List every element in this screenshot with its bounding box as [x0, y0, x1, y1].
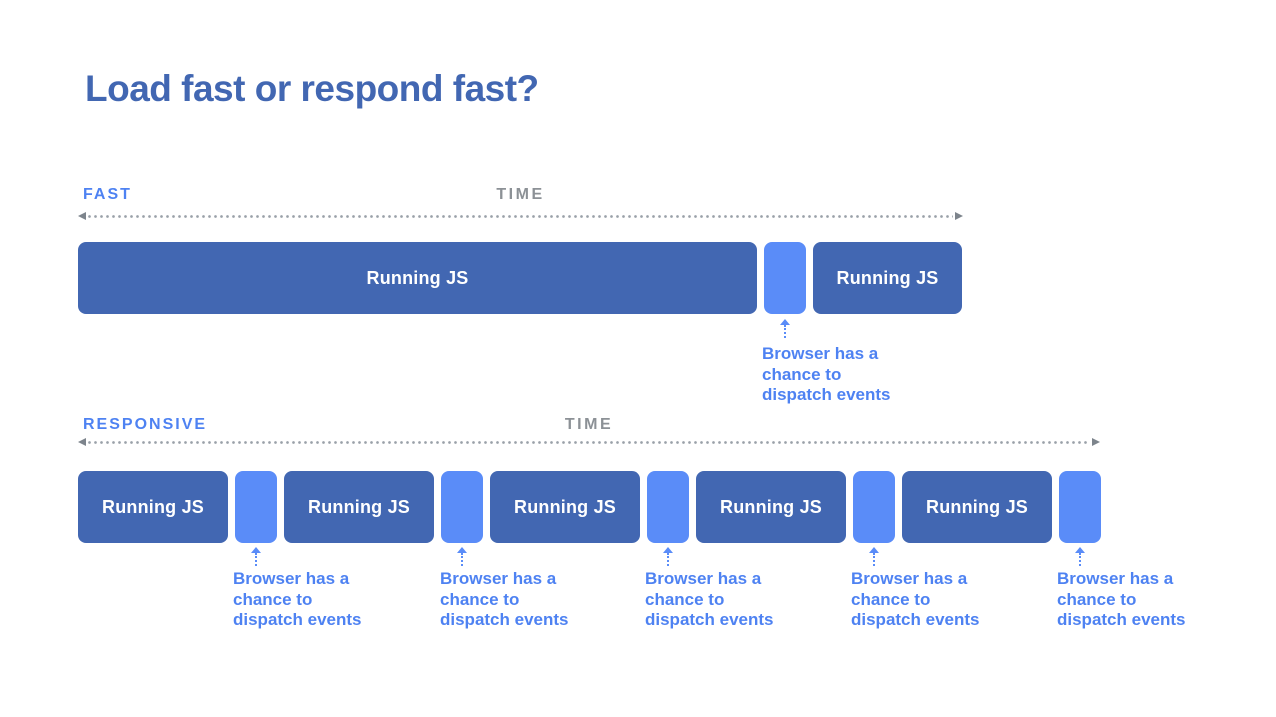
responsive-timeline-axis [78, 438, 1100, 446]
running-js-label: Running JS [308, 496, 410, 517]
fast-time-wrap: TIME [78, 186, 963, 204]
fast-bar-row: Running JS Running JS [78, 242, 962, 314]
running-js-label: Running JS [836, 267, 939, 288]
annotation-line: chance to [1057, 589, 1137, 609]
responsive-bar-row: Running JS Running JS Running JS Running… [78, 471, 1101, 543]
arrow-stem [255, 553, 257, 566]
responsive-time-label: TIME [564, 416, 614, 433]
arrow-stem [873, 553, 875, 566]
running-js-block: Running JS [813, 242, 962, 314]
arrow-stem [667, 553, 669, 566]
fast-time-label: TIME [496, 186, 545, 203]
responsive-annotation: Browser has a chance to dispatch events [440, 569, 569, 631]
timeline-dotted-line [88, 441, 1090, 444]
timeline-arrow-right-icon [1092, 438, 1100, 446]
annotation-line: chance to [645, 589, 725, 609]
dotted-up-arrow-icon [1075, 547, 1085, 566]
responsive-annotation: Browser has a chance to dispatch events [233, 569, 362, 631]
annotation-line: dispatch events [851, 610, 980, 629]
running-js-block: Running JS [284, 471, 434, 543]
idle-gap-block [764, 242, 806, 314]
idle-gap-block [1059, 471, 1101, 543]
annotation-line: dispatch events [1057, 610, 1186, 629]
arrow-stem [784, 325, 786, 338]
responsive-annotation: Browser has a chance to dispatch events [645, 569, 774, 631]
timeline-arrow-right-icon [955, 212, 963, 220]
running-js-block: Running JS [78, 242, 757, 314]
idle-gap-block [441, 471, 483, 543]
running-js-label: Running JS [102, 496, 204, 517]
fast-timeline-axis [78, 212, 963, 220]
dotted-up-arrow-icon [663, 547, 673, 566]
running-js-block: Running JS [490, 471, 640, 543]
annotation-line: Browser has a [762, 344, 879, 363]
running-js-block: Running JS [696, 471, 846, 543]
arrow-head [1075, 547, 1085, 553]
timeline-arrow-left-icon [78, 438, 86, 446]
annotation-line: Browser has a [851, 569, 968, 588]
arrow-head [457, 547, 467, 553]
annotation-line: Browser has a [233, 569, 350, 588]
timeline-arrow-left-icon [78, 212, 86, 220]
running-js-label: Running JS [514, 496, 616, 517]
idle-gap-block [647, 471, 689, 543]
running-js-block: Running JS [78, 471, 228, 543]
running-js-label: Running JS [720, 496, 822, 517]
fast-track-label: FAST [83, 186, 132, 203]
annotation-line: Browser has a [440, 569, 557, 588]
idle-gap-block [853, 471, 895, 543]
dotted-up-arrow-icon [251, 547, 261, 566]
running-js-block: Running JS [902, 471, 1052, 543]
annotation-line: Browser has a [1057, 569, 1174, 588]
annotation-line: chance to [440, 589, 520, 609]
annotation-line: dispatch events [762, 385, 891, 404]
annotation-line: dispatch events [440, 610, 569, 629]
responsive-track-label: RESPONSIVE [83, 416, 208, 433]
running-js-label: Running JS [366, 267, 469, 288]
slide-title: Load fast or respond fast? [85, 68, 539, 109]
arrow-head [869, 547, 879, 553]
arrow-stem [461, 553, 463, 566]
responsive-time-wrap: TIME [78, 416, 1100, 434]
annotation-line: chance to [851, 589, 931, 609]
dotted-up-arrow-icon [869, 547, 879, 566]
fast-annotation: Browser has a chance to dispatch events [762, 344, 891, 406]
annotation-line: chance to [762, 364, 842, 384]
annotation-line: chance to [233, 589, 313, 609]
annotation-line: dispatch events [233, 610, 362, 629]
running-js-label: Running JS [926, 496, 1028, 517]
arrow-stem [1079, 553, 1081, 566]
arrow-head [663, 547, 673, 553]
arrow-head [780, 319, 790, 325]
responsive-annotation: Browser has a chance to dispatch events [1057, 569, 1186, 631]
idle-gap-block [235, 471, 277, 543]
timeline-dotted-line [88, 215, 953, 218]
responsive-annotation: Browser has a chance to dispatch events [851, 569, 980, 631]
arrow-head [251, 547, 261, 553]
annotation-line: dispatch events [645, 610, 774, 629]
annotation-line: Browser has a [645, 569, 762, 588]
dotted-up-arrow-icon [780, 319, 790, 338]
dotted-up-arrow-icon [457, 547, 467, 566]
